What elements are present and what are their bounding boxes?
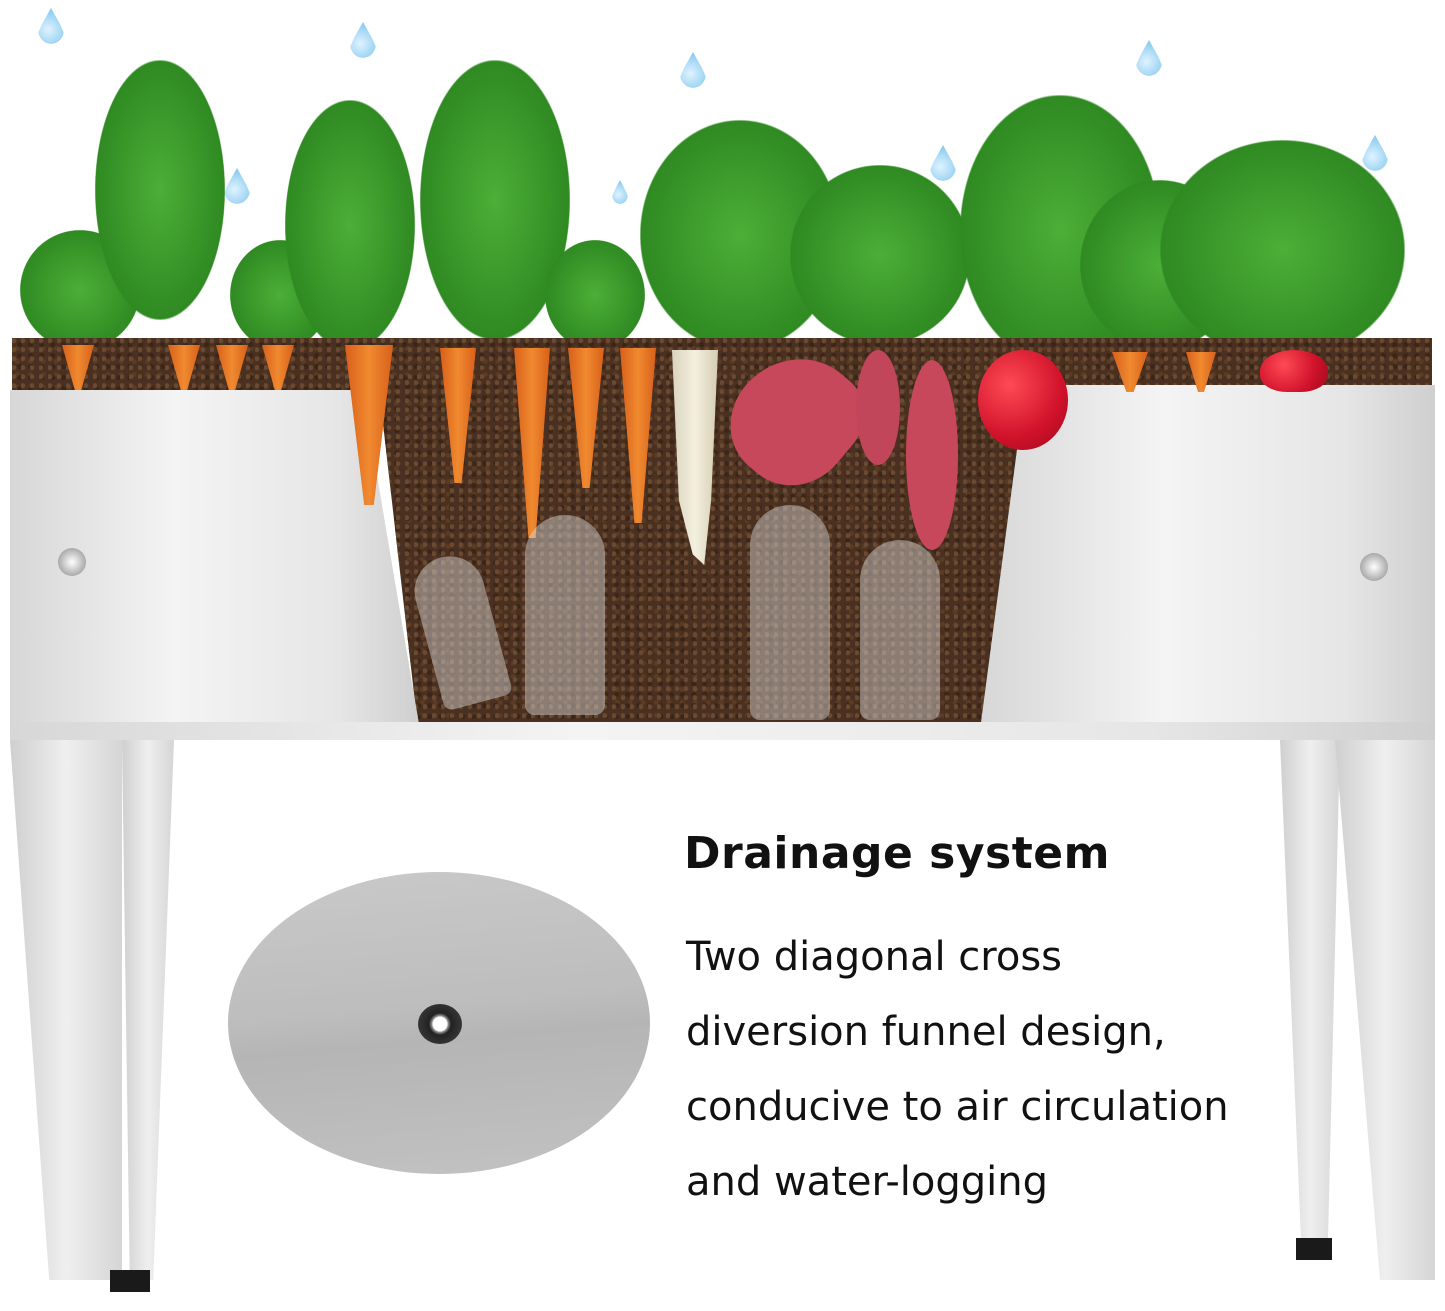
water-drop-icon [612,180,628,204]
drain-hole-icon [418,1004,462,1044]
air-flow-arrow-icon [750,505,830,720]
air-flow-arrow-icon [860,540,940,720]
sweet-potato [856,350,900,465]
sweet-potato [906,360,958,550]
bed-side-panel-right [980,385,1435,730]
bed-leg-left-front [10,740,122,1280]
radish-foliage [1160,140,1405,360]
leg-foot-cap [110,1270,150,1292]
feature-line: Two diagonal cross [686,934,1062,980]
carrot-foliage [95,60,225,320]
drain-plate-closeup [228,872,650,1174]
red-radish [1260,350,1328,392]
feature-title: Drainage system [684,828,1110,879]
water-drop-icon [680,52,706,88]
bolt-icon [1360,553,1388,581]
bed-bottom-rail [10,722,1435,740]
feature-line: and water-logging [686,1159,1049,1205]
water-drop-icon [224,168,250,204]
leg-foot-cap [1296,1238,1332,1260]
water-drop-icon [38,8,64,44]
red-radish [978,350,1068,450]
bed-leg-left-side [122,740,174,1280]
feature-line: diversion funnel design, [686,1009,1166,1055]
water-drop-icon [1136,40,1162,76]
air-flow-arrow-icon [525,515,605,715]
water-drop-icon [350,22,376,58]
carrot-foliage [285,100,415,350]
sweet-potato-foliage [790,165,970,345]
bolt-icon [58,548,86,576]
carrot-foliage [545,240,645,350]
feature-description: Two diagonal cross diversion funnel desi… [686,920,1406,1220]
feature-line: conducive to air circulation [686,1084,1229,1130]
